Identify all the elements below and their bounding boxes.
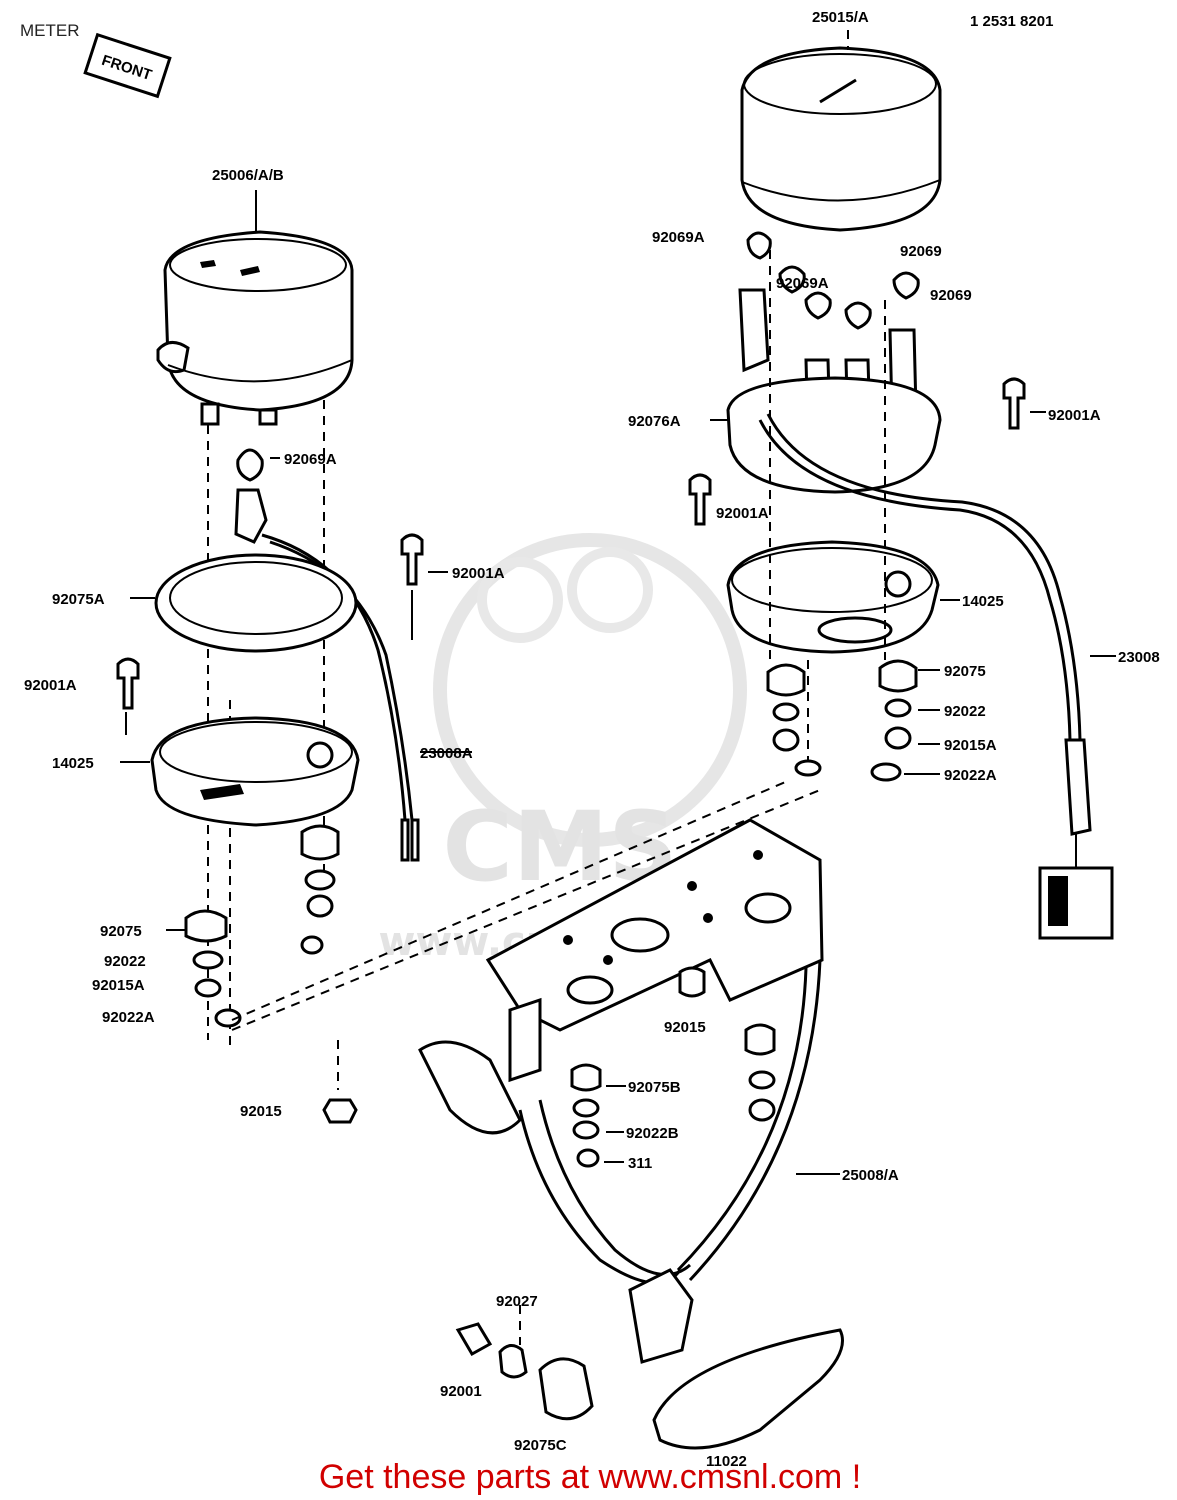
label-92076a: 92076A — [628, 413, 681, 430]
label-92075b: 92075B — [628, 1079, 681, 1096]
part-labels: 25006/A/B 92069A 92075A 92001A 92001A 14… — [24, 167, 1160, 1470]
label-92075a: 92075A — [52, 591, 105, 608]
label-92069a: 92069A — [284, 451, 337, 468]
label-92075-right: 92075 — [944, 663, 986, 680]
label-92001a-b: 92001A — [24, 677, 77, 694]
label-11022: 11022 — [706, 1453, 747, 1470]
label-92075-left: 92075 — [100, 923, 142, 940]
label-92015-center: 92015 — [664, 1019, 706, 1036]
label-92001: 92001 — [440, 1383, 482, 1400]
label-23008a: 23008A — [420, 745, 473, 762]
right-meter-assembly — [688, 30, 1114, 940]
label-92022-left: 92022 — [104, 953, 146, 970]
label-14025-left: 14025 — [52, 755, 94, 772]
label-92022b: 92022B — [626, 1125, 679, 1142]
label-14025-right: 14025 — [962, 593, 1004, 610]
label-92075c: 92075C — [514, 1437, 567, 1454]
label-92022a-right: 92022A — [944, 767, 997, 784]
label-92015-left: 92015 — [240, 1103, 282, 1120]
label-92001a-r1: 92001A — [1048, 407, 1101, 424]
label-92001a-a: 92001A — [452, 565, 505, 582]
label-92022a-left: 92022A — [102, 1009, 155, 1026]
label-25006-a-b: 25006/A/B — [212, 167, 284, 184]
meter-bracket — [231, 779, 844, 1450]
page-title: METER — [20, 21, 80, 40]
label-92015a-right: 92015A — [944, 737, 997, 754]
label-92015a-left: 92015A — [92, 977, 145, 994]
label-92001a-r2: 92001A — [716, 505, 769, 522]
label-92069-r2: 92069 — [930, 287, 972, 304]
label-92069-r1: 92069 — [900, 243, 942, 260]
top-code-right: 1 2531 8201 — [970, 13, 1053, 30]
left-meter-assembly — [116, 230, 424, 1124]
label-92069a-r1: 92069A — [652, 229, 705, 246]
label-92069a-r2: 92069A — [776, 275, 829, 292]
front-tag: FRONT — [83, 32, 172, 99]
label-23008: 23008 — [1118, 649, 1160, 666]
top-code-left: 25015/A — [812, 9, 869, 26]
label-92027: 92027 — [496, 1293, 538, 1310]
label-25008-a: 25008/A — [842, 1167, 899, 1184]
label-311: 311 — [628, 1155, 652, 1172]
leader-lines — [120, 190, 1116, 1175]
footer-cta-link[interactable]: Get these parts at www.cmsnl.com ! — [319, 1458, 861, 1496]
label-92022-right: 92022 — [944, 703, 986, 720]
